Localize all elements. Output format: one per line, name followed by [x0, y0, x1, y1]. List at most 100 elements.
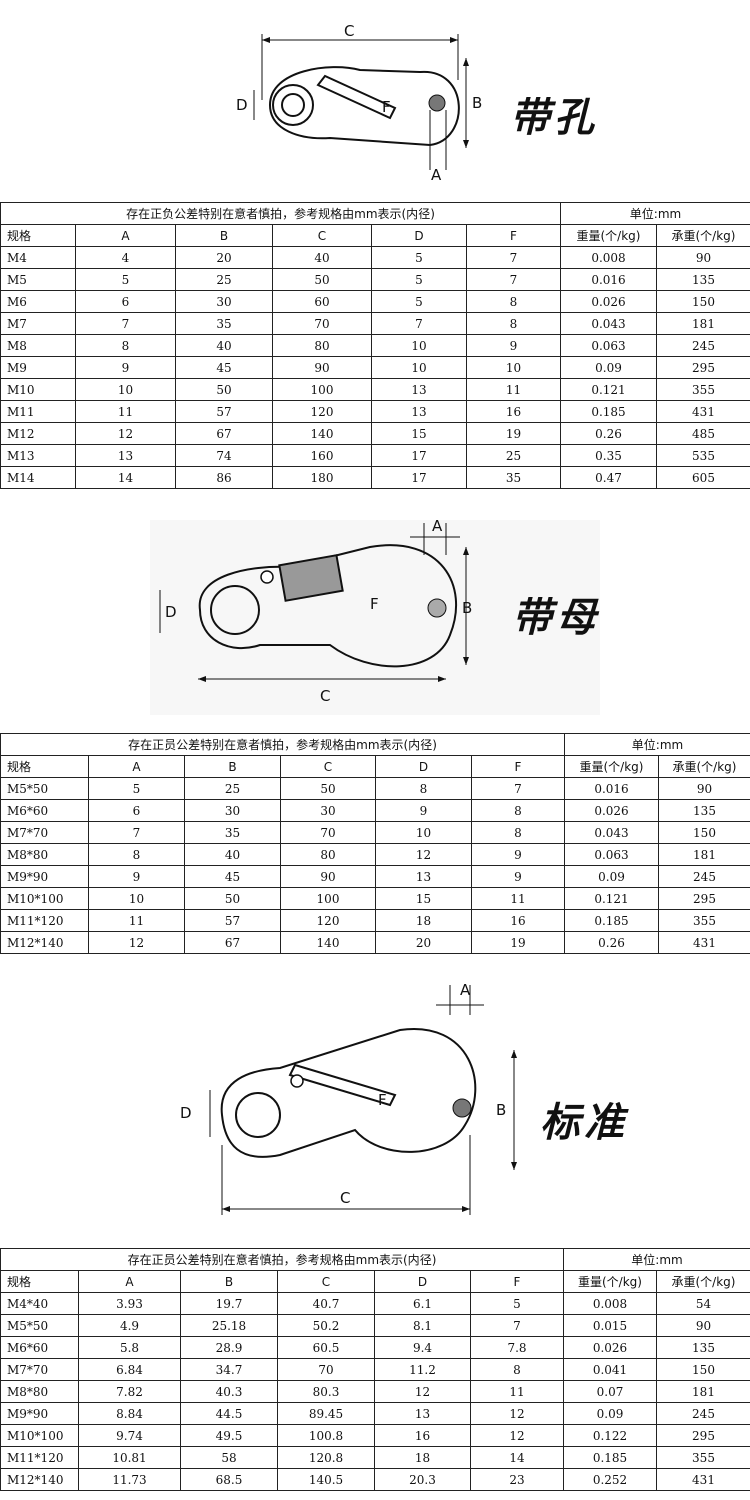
- type-callout: 标准: [540, 1100, 628, 1146]
- table-cell: 0.26: [564, 931, 659, 954]
- table-cell: 67: [184, 931, 281, 954]
- table-cell: 49.5: [180, 1424, 278, 1447]
- table-cell: 0.026: [564, 799, 659, 822]
- table-cell: 431: [656, 1468, 750, 1491]
- table-cell: 67: [175, 422, 273, 445]
- table-cell: 11: [466, 378, 561, 401]
- spec-model-cell: M14: [0, 466, 76, 489]
- table-cell: 245: [656, 1402, 750, 1425]
- table-cell: 13: [375, 865, 472, 888]
- type-callout: 带孔: [510, 95, 598, 141]
- table-note-row: 存在正负公差特别在意者慎拍，参考规格由mm表示(内径)单位:mm: [0, 202, 750, 225]
- table-cell: 11: [470, 1380, 564, 1403]
- table-cell: 86: [175, 466, 273, 489]
- table-cell: 7: [88, 821, 185, 844]
- table-cell: 25: [175, 268, 273, 291]
- table-cell: 45: [175, 356, 273, 379]
- table-cell: 140: [272, 422, 372, 445]
- table-cell: 90: [272, 356, 372, 379]
- table-cell: 28.9: [180, 1336, 278, 1359]
- column-header: B: [180, 1270, 278, 1293]
- table-cell: 15: [371, 422, 467, 445]
- table-cell: 10: [75, 378, 176, 401]
- table-cell: 8: [466, 312, 561, 335]
- dim-label-f: F: [382, 98, 391, 116]
- table-cell: 6.1: [374, 1292, 471, 1315]
- table-cell: 8: [88, 843, 185, 866]
- column-header: D: [374, 1270, 471, 1293]
- column-header: 承重(个/kg): [658, 755, 750, 778]
- table-cell: 10: [371, 334, 467, 357]
- carabiner-nut-drawing: A D B C F: [150, 517, 600, 715]
- table-cell: 0.041: [563, 1358, 657, 1381]
- table-cell: 355: [656, 1446, 750, 1469]
- table-cell: 0.008: [560, 246, 657, 269]
- spec-model-cell: M5*50: [0, 777, 89, 800]
- table-cell: 25: [466, 444, 561, 467]
- table-cell: 18: [374, 1446, 471, 1469]
- table-cell: 0.07: [563, 1380, 657, 1403]
- dim-label-b: B: [496, 1101, 506, 1119]
- table-cell: 50: [280, 777, 376, 800]
- spec-model-cell: M6*60: [0, 799, 89, 822]
- table-cell: 0.47: [560, 466, 657, 489]
- tolerance-note: 存在正负公差特别在意者慎拍，参考规格由mm表示(内径): [0, 202, 561, 225]
- diagram-nut-type: A D B C F 带母: [0, 505, 750, 730]
- table-cell: 35: [175, 312, 273, 335]
- table-cell: 90: [280, 865, 376, 888]
- table-cell: 18: [375, 909, 472, 932]
- type-callout: 带母: [512, 595, 600, 641]
- dim-label-c: C: [320, 687, 330, 705]
- table-cell: 10: [466, 356, 561, 379]
- table-cell: 6: [75, 290, 176, 313]
- dim-label-a: A: [432, 517, 443, 535]
- table-cell: 0.121: [564, 887, 659, 910]
- table-cell: 90: [656, 246, 750, 269]
- table-cell: 57: [175, 400, 273, 423]
- column-header: D: [375, 755, 472, 778]
- column-header: D: [371, 224, 467, 247]
- table-cell: 135: [658, 799, 750, 822]
- table-cell: 80: [272, 334, 372, 357]
- table-cell: 9: [375, 799, 472, 822]
- column-header: 规格: [0, 755, 89, 778]
- dim-label-b: B: [462, 599, 472, 617]
- table-cell: 295: [656, 356, 750, 379]
- table-cell: 181: [656, 1380, 750, 1403]
- table-cell: 3.93: [78, 1292, 181, 1315]
- table-cell: 8: [471, 799, 565, 822]
- table-cell: 60.5: [277, 1336, 375, 1359]
- spec-model-cell: M6*60: [0, 1336, 79, 1359]
- table-cell: 89.45: [277, 1402, 375, 1425]
- table-cell: 35: [466, 466, 561, 489]
- spec-model-cell: M10*100: [0, 1424, 79, 1447]
- table-cell: 181: [658, 843, 750, 866]
- table-cell: 17: [371, 444, 467, 467]
- table-cell: 30: [175, 290, 273, 313]
- table-cell: 16: [374, 1424, 471, 1447]
- table-cell: 9.4: [374, 1336, 471, 1359]
- spec-model-cell: M7*70: [0, 1358, 79, 1381]
- table-cell: 0.026: [563, 1336, 657, 1359]
- column-header: 重量(个/kg): [563, 1270, 657, 1293]
- table-cell: 16: [466, 400, 561, 423]
- table-cell: 44.5: [180, 1402, 278, 1425]
- table-cell: 150: [656, 1358, 750, 1381]
- table-cell: 34.7: [180, 1358, 278, 1381]
- table-cell: 14: [470, 1446, 564, 1469]
- spec-model-cell: M7: [0, 312, 76, 335]
- column-header: C: [280, 755, 376, 778]
